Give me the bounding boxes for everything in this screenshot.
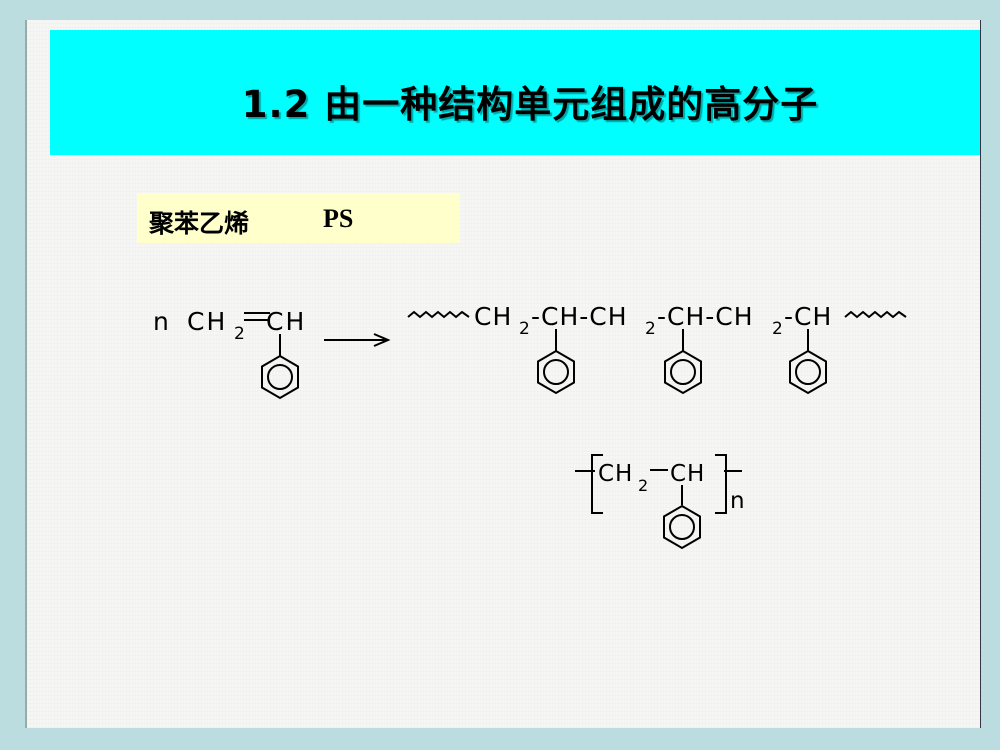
svg-text:2: 2 — [638, 476, 648, 495]
left-bracket-icon — [591, 454, 603, 514]
monomer-structure: n CH 2 CH — [153, 307, 306, 399]
svg-text:2: 2 — [519, 319, 530, 339]
monomer-coefficient: n — [153, 307, 169, 336]
slide-title: 1.2 由一种结构单元组成的高分子 — [241, 83, 819, 126]
repeat-count: n — [730, 488, 745, 514]
chain-text: CH — [474, 302, 512, 331]
polymer-chinese-name: 聚苯乙烯 — [149, 209, 250, 238]
svg-text:2: 2 — [772, 319, 783, 339]
svg-text:-CH-CH: -CH-CH — [531, 302, 628, 331]
monomer-ch: CH — [266, 307, 306, 336]
monomer-subscript: 2 — [234, 324, 245, 344]
svg-text:-CH: -CH — [784, 302, 832, 331]
polymer-abbreviation: PS — [323, 204, 354, 233]
title-banner: 1.2 由一种结构单元组成的高分子 — [50, 30, 980, 155]
repeat-unit-structure: CH 2 CH n — [575, 454, 745, 549]
polymer-name-label: 聚苯乙烯 PS — [137, 193, 460, 243]
polymer-chain-structure: CH 2 -CH-CH 2 -CH-CH 2 -CH — [407, 302, 907, 394]
phenyl-ring-icon — [261, 355, 299, 399]
svg-text:2: 2 — [645, 319, 656, 339]
phenyl-ring-icon — [664, 350, 702, 394]
slide: 1.2 由一种结构单元组成的高分子 聚苯乙烯 PS — [27, 20, 980, 728]
phenyl-ring-icon — [537, 350, 575, 394]
wavy-bond-left-icon — [407, 310, 470, 319]
svg-text:CH: CH — [670, 461, 705, 487]
reaction-arrow-icon — [324, 333, 391, 347]
monomer-ch2: CH — [187, 307, 227, 336]
phenyl-ring-icon — [789, 350, 827, 394]
wavy-bond-right-icon — [844, 310, 907, 319]
right-bracket-icon — [715, 454, 727, 514]
phenyl-ring-icon — [663, 505, 701, 549]
svg-text:-CH-CH: -CH-CH — [657, 302, 754, 331]
svg-text:CH: CH — [598, 461, 633, 487]
